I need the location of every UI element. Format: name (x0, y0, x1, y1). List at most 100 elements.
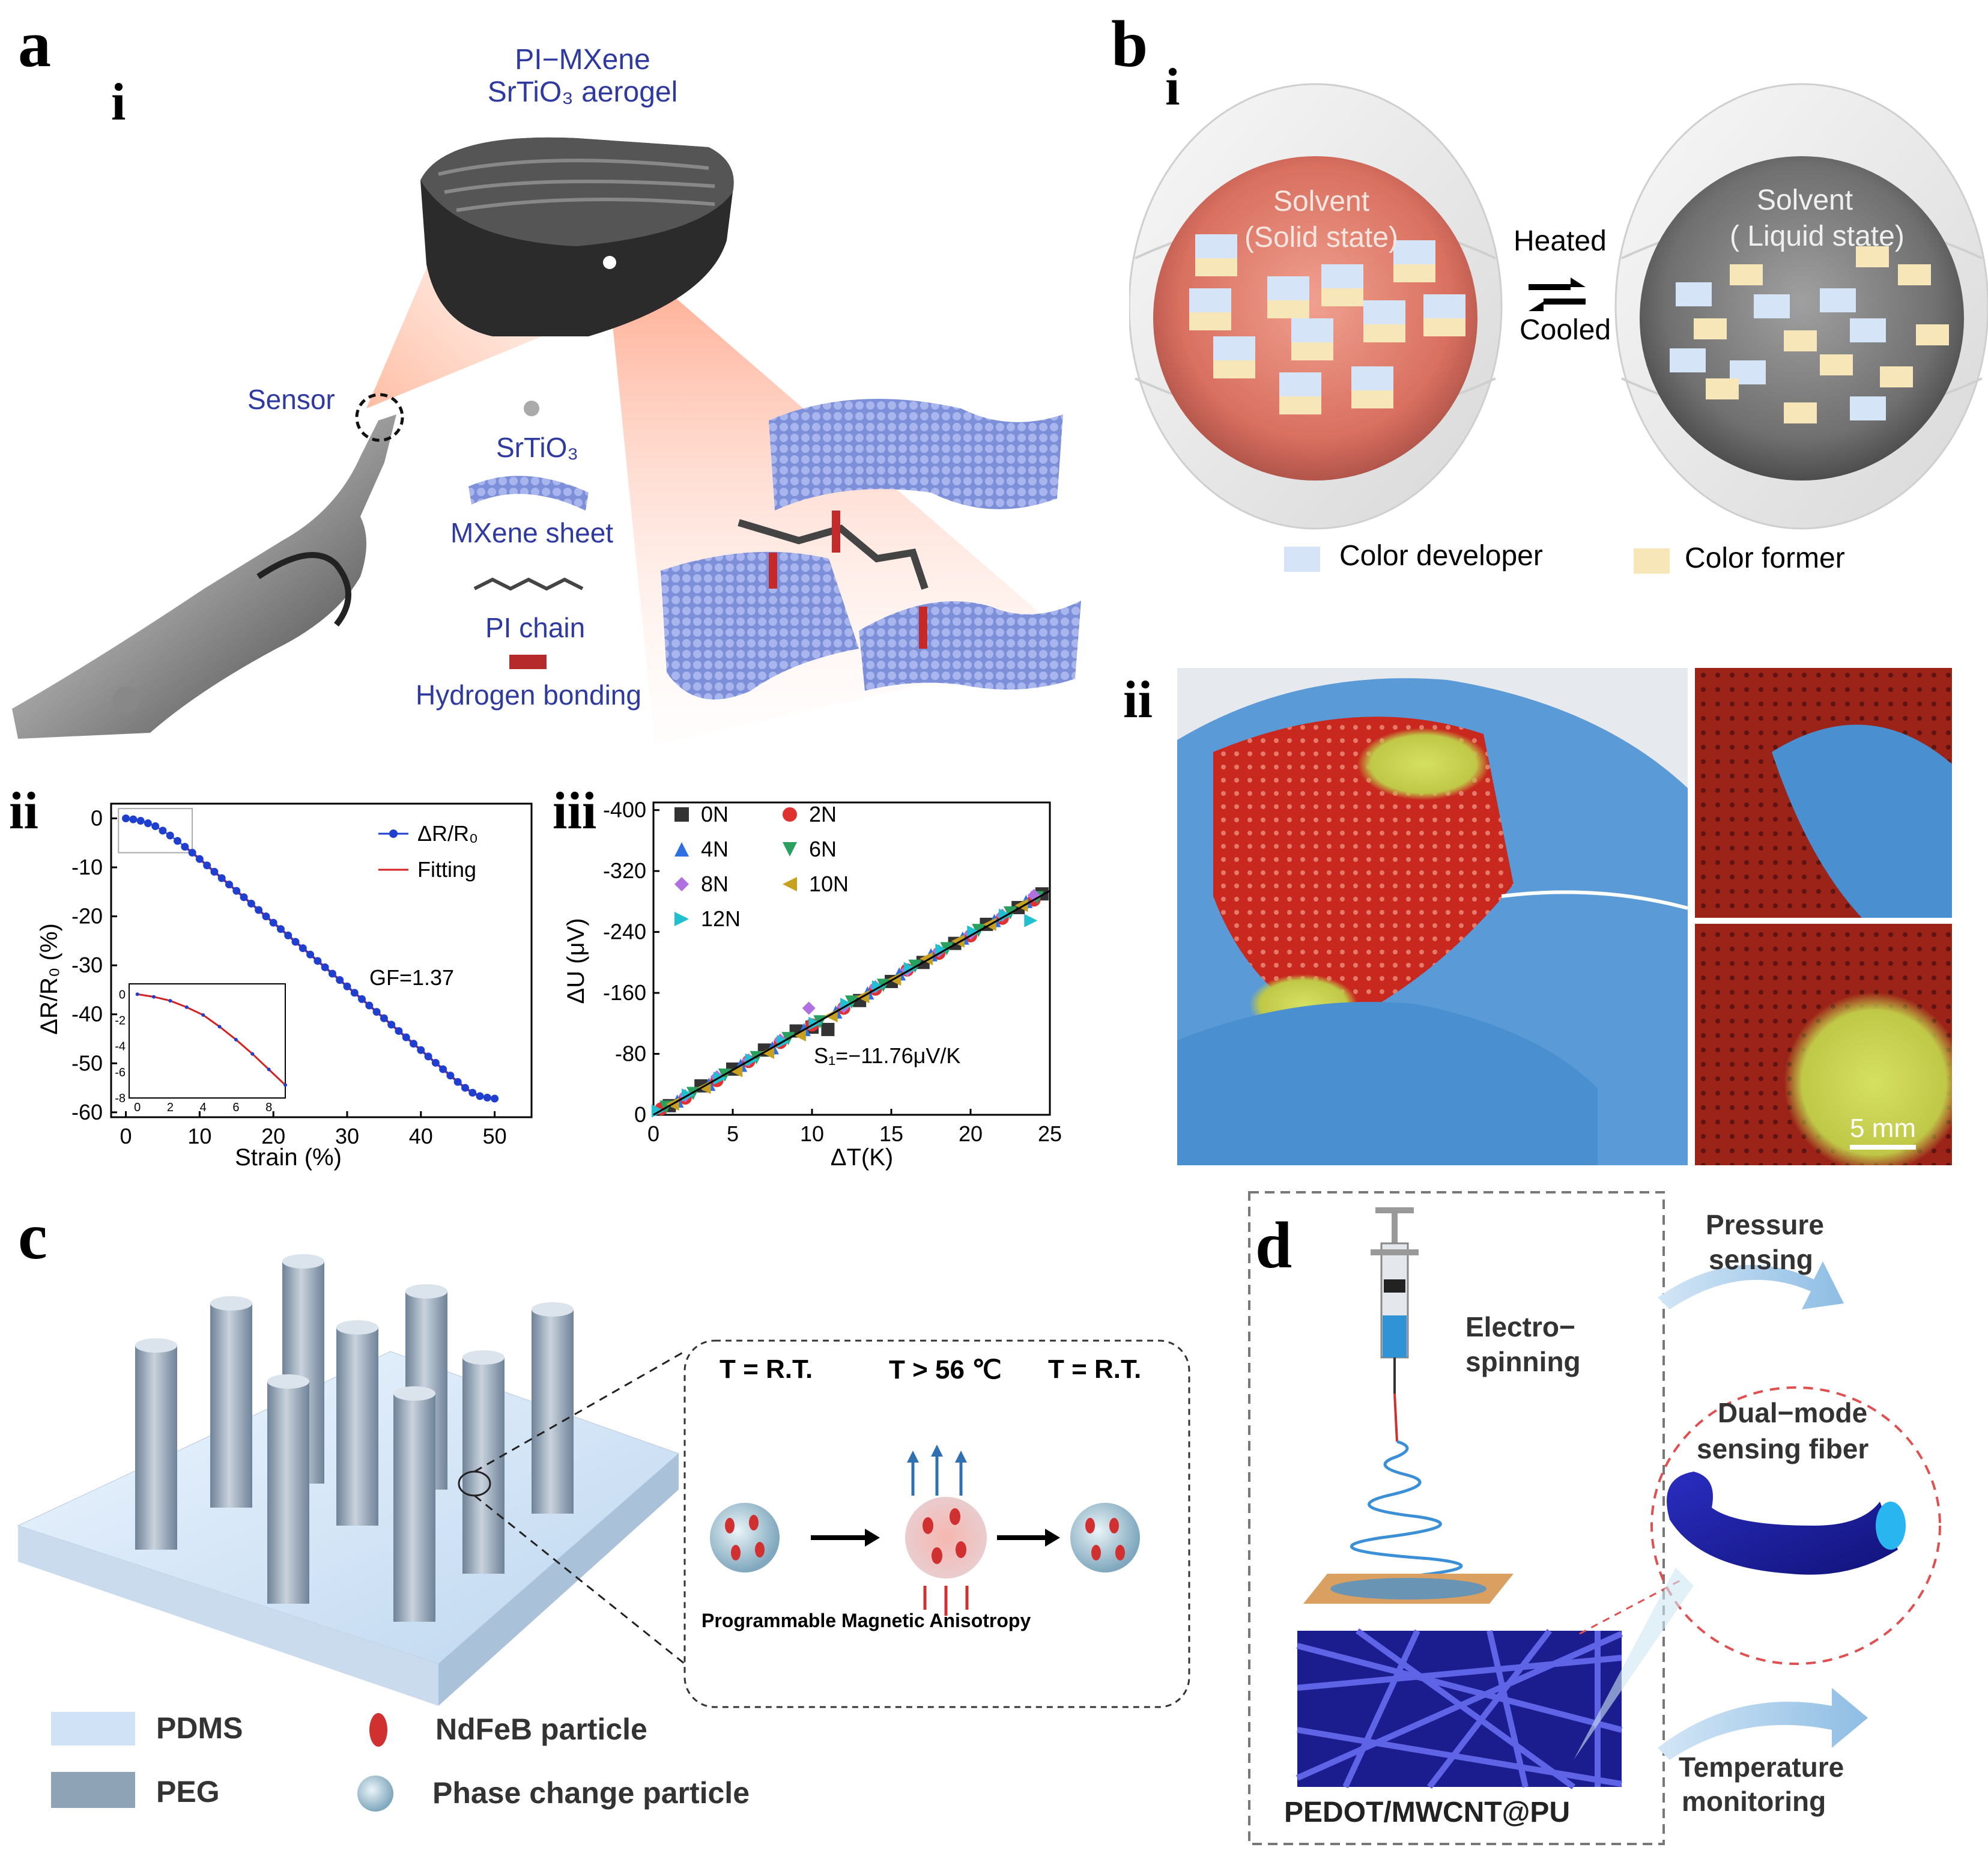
inset-fit-line (137, 993, 286, 1086)
phase-change-particle-rt1 (710, 1503, 780, 1572)
panel-label-c: c (18, 1199, 47, 1273)
inset-x-tick-label: 0 (134, 1101, 141, 1114)
phase-change-particle-rt2 (1070, 1503, 1140, 1572)
inset-data-point (201, 1013, 205, 1017)
y-tick-label: 0 (91, 805, 103, 830)
gf-annotation: GF=1.37 (369, 965, 454, 990)
equilibrium-arrows-icon (1529, 277, 1586, 311)
data-point-12N (1024, 914, 1038, 927)
color-developer-swatch (1284, 547, 1320, 572)
temperature-label-2: monitoring (1682, 1786, 1826, 1817)
data-point (491, 1094, 499, 1103)
fit-line (653, 890, 1050, 1116)
y-tick-label: 0 (634, 1102, 646, 1127)
y-tick-label: -80 (615, 1042, 646, 1066)
seebeck-annotation: S₁=−11.76μV/K (814, 1043, 960, 1068)
pi-chain-icon (473, 577, 584, 591)
panel-b-thermochromic-diagram (1129, 83, 1988, 574)
dual-mode-label-1: Dual−mode (1718, 1397, 1868, 1428)
legend-marker-data (389, 829, 398, 838)
inset-frame (129, 983, 286, 1099)
inset-x-tick-label: 6 (232, 1101, 239, 1114)
inset-x-tick-label: 2 (167, 1101, 174, 1114)
data-point (314, 957, 322, 965)
legend-marker (674, 842, 689, 857)
zoom-line-bottom (474, 1494, 685, 1665)
inset-data-point (250, 1052, 255, 1056)
data-point (276, 925, 285, 933)
data-point (328, 969, 336, 978)
data-point-12N (713, 1072, 727, 1085)
panel-d-illustration (1248, 1191, 1941, 1845)
material-label: PEDOT/MWCNT@PU (1284, 1797, 1571, 1828)
data-point (358, 995, 366, 1003)
fiber-network (1296, 1628, 1623, 1790)
panel-label-a: a (18, 7, 51, 80)
data-point (453, 1078, 462, 1086)
y-tick-label: -30 (71, 953, 103, 977)
mxene-sheet-icon (468, 476, 589, 511)
legend-series-1: ΔR/R₀ (417, 821, 478, 846)
data-point-10N (920, 952, 933, 965)
pressure-label-1: Pressure (1706, 1209, 1824, 1240)
x-tick-label: 20 (261, 1124, 285, 1148)
y-tick-label: -320 (603, 858, 646, 883)
panel-label-a-iii: iii (553, 782, 597, 840)
plot-frame (652, 801, 1051, 1116)
data-point (232, 887, 241, 895)
data-point (321, 963, 329, 971)
arrow-right-icon (811, 1529, 880, 1547)
temp-hot: T > 56 ℃ (889, 1355, 1002, 1384)
zoom-beam (1574, 1568, 1694, 1760)
x-tick-label: 5 (727, 1121, 739, 1146)
x-tick-label: 10 (187, 1124, 211, 1148)
sensor-label: Sensor (247, 384, 335, 415)
hydrogen-bond-icon (509, 655, 547, 669)
legend-label: 2N (809, 802, 837, 826)
data-point (380, 1014, 388, 1022)
data-point (372, 1008, 381, 1016)
data-point (468, 1088, 477, 1097)
plot-frame (110, 802, 533, 1118)
right-solvent-label: Solvent (1756, 184, 1853, 216)
panel-label-a-ii: ii (9, 782, 38, 840)
peg-pillars (135, 1254, 574, 1622)
x-axis-label: Strain (%) (235, 1144, 342, 1171)
panel-label-d: d (1255, 1209, 1293, 1282)
legend-label: 10N (809, 872, 849, 896)
inset-data-point (234, 1037, 238, 1042)
electrospinning-label-2: spinning (1465, 1346, 1581, 1377)
y-axis-label: ΔU (μV) (563, 918, 589, 1004)
left-state-label: (Solid state) (1244, 222, 1399, 253)
panel-label-b-i: i (1165, 58, 1180, 117)
panel-label-b: b (1111, 7, 1148, 80)
phase-change-particle-icon (357, 1776, 393, 1812)
pi-chain-label: PI chain (485, 612, 586, 643)
aerogel-title-2: SrTiO₃ aerogel (487, 76, 678, 108)
sensor-circle (355, 393, 404, 442)
y-tick-label: -160 (603, 980, 646, 1005)
data-point (269, 918, 277, 927)
right-cubes (1670, 246, 1949, 423)
data-point (151, 822, 160, 831)
mxene-sheet-label: MXene sheet (450, 517, 614, 548)
color-former-swatch (1634, 548, 1670, 574)
aerogel-disk (420, 137, 734, 336)
y-tick-label: -60 (71, 1100, 103, 1124)
photo-main (1177, 668, 1688, 1165)
left-cubes (1189, 234, 1465, 414)
data-point (129, 815, 138, 823)
data-point (483, 1093, 491, 1102)
data-point (174, 837, 182, 845)
data-point-10N (1014, 899, 1028, 912)
color-former-label: Color former (1685, 542, 1845, 574)
temperature-arrow-icon (1658, 1688, 1868, 1760)
inset-data-point (135, 992, 139, 996)
data-point (136, 817, 145, 825)
data-point (247, 899, 255, 908)
data-point (159, 826, 167, 835)
x-tick-label: 0 (120, 1124, 132, 1148)
data-point (424, 1052, 432, 1061)
right-state-label: ( Liquid state) (1730, 220, 1905, 252)
y-axis-label: ΔR/R₀ (%) (36, 923, 62, 1035)
